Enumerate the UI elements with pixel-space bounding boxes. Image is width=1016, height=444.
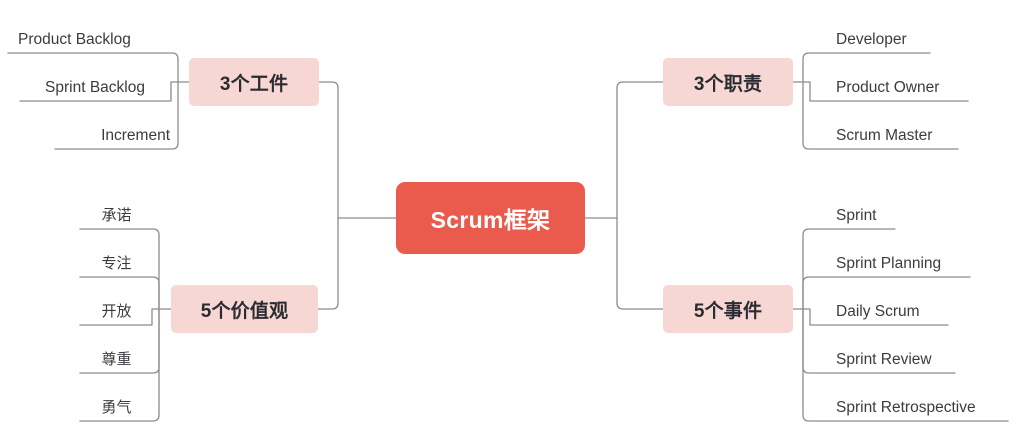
leaf-label: 承诺 [101,207,132,224]
branch-node-values[interactable]: 5个价值观 [171,285,318,333]
leaf-node-focus[interactable]: 专注 [80,244,153,274]
connector-root-to-events [616,217,664,310]
leaf-node-sprint[interactable]: Sprint [836,196,1006,226]
leaf-label: 勇气 [101,399,132,416]
leaf-label: Sprint Retrospective [836,398,976,416]
leaf-label: Sprint Backlog [45,78,145,96]
branch-node-events-label: 5个事件 [693,300,763,322]
leaf-label: Product Owner [836,78,940,96]
leaf-node-commitment[interactable]: 承诺 [80,196,153,226]
connector-root-to-roles [616,81,664,219]
branch-node-values-label: 5个价值观 [200,300,289,322]
branch-node-roles[interactable]: 3个职责 [663,58,793,106]
leaf-node-sprint-review[interactable]: Sprint Review [836,340,1006,370]
leaf-node-daily-scrum[interactable]: Daily Scrum [836,292,1006,322]
leaf-node-sprint-retrospective[interactable]: Sprint Retrospective [836,388,1011,418]
branch-node-roles-label: 3个职责 [693,73,763,95]
leaf-label: 开放 [101,303,132,320]
leaf-node-sprint-backlog[interactable]: Sprint Backlog [20,68,170,98]
connector-root-to-artifacts [318,81,339,219]
leaf-label: Product Backlog [18,30,131,48]
leaf-node-increment[interactable]: Increment [40,116,170,146]
leaf-node-openness[interactable]: 开放 [80,292,153,322]
leaf-node-developer[interactable]: Developer [836,20,996,50]
branch-node-events[interactable]: 5个事件 [663,285,793,333]
root-node-label: Scrum框架 [430,207,551,233]
leaf-node-product-backlog[interactable]: Product Backlog [18,20,168,50]
root-node-scrum-framework[interactable]: Scrum框架 [396,182,585,254]
leaf-label: Developer [836,30,907,48]
leaf-node-courage[interactable]: 勇气 [80,388,153,418]
leaf-node-product-owner[interactable]: Product Owner [836,68,996,98]
leaf-node-sprint-planning[interactable]: Sprint Planning [836,244,1006,274]
branch-node-artifacts[interactable]: 3个工件 [189,58,319,106]
leaf-label: Scrum Master [836,126,933,144]
leaf-label: Sprint Review [836,350,932,368]
leaf-label: Increment [101,126,170,144]
leaf-node-respect[interactable]: 尊重 [80,340,153,370]
leaf-label: Sprint Planning [836,254,942,272]
leaf-label: Sprint [836,206,877,224]
leaf-label: 专注 [101,255,132,272]
leaf-node-scrum-master[interactable]: Scrum Master [836,116,996,146]
leaf-label: 尊重 [101,351,132,368]
leaf-label: Daily Scrum [836,302,920,320]
branch-node-artifacts-label: 3个工件 [219,73,289,95]
connector-root-to-values [317,217,339,310]
